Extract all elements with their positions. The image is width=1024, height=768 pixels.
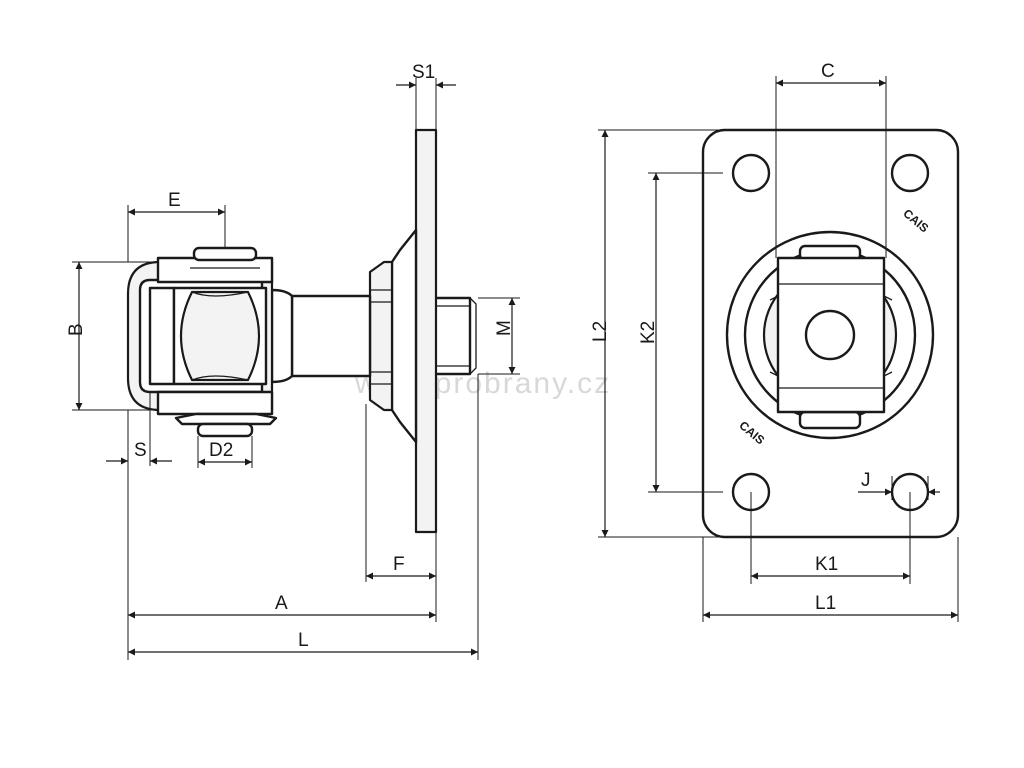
dim-label-k1: K1 — [815, 554, 838, 575]
bottom-cap — [156, 390, 274, 416]
dim-label-l2: L2 — [590, 321, 611, 342]
mounting-hole — [731, 153, 771, 193]
weld-cone — [390, 228, 418, 444]
side-view — [126, 128, 477, 534]
mounting-plate-side — [414, 128, 438, 534]
dim-label-s1: S1 — [412, 62, 435, 83]
dim-label-l: L — [298, 630, 309, 651]
dim-label-c: C — [821, 61, 835, 82]
front-view: CAIS CAIS — [701, 128, 960, 539]
dim-label-f: F — [393, 554, 405, 575]
mounting-hole — [890, 153, 930, 193]
dim-label-m: M — [494, 320, 515, 336]
top-bushing — [192, 246, 258, 262]
bottom-bushing-front — [798, 410, 862, 430]
top-cap — [156, 256, 274, 284]
pin-hole — [804, 309, 856, 361]
dim-label-a: A — [275, 593, 288, 614]
dim-label-e: E — [168, 190, 181, 211]
side-view-dimensions: S1 E B M S D2 F A — [66, 62, 520, 660]
bottom-bushing — [196, 422, 254, 438]
dim-label-j: J — [861, 470, 871, 491]
dim-label-b: B — [66, 323, 87, 336]
dim-label-k2: K2 — [638, 321, 659, 344]
dim-label-l1: L1 — [815, 593, 836, 614]
ball-joint — [179, 290, 261, 382]
shaft — [290, 294, 372, 378]
hex-nut — [368, 260, 394, 412]
dim-label-s: S — [134, 440, 147, 461]
front-view-dimensions: C L2 K2 J K1 L1 — [590, 61, 959, 622]
washer — [174, 412, 278, 426]
dim-label-d2: D2 — [209, 440, 233, 461]
